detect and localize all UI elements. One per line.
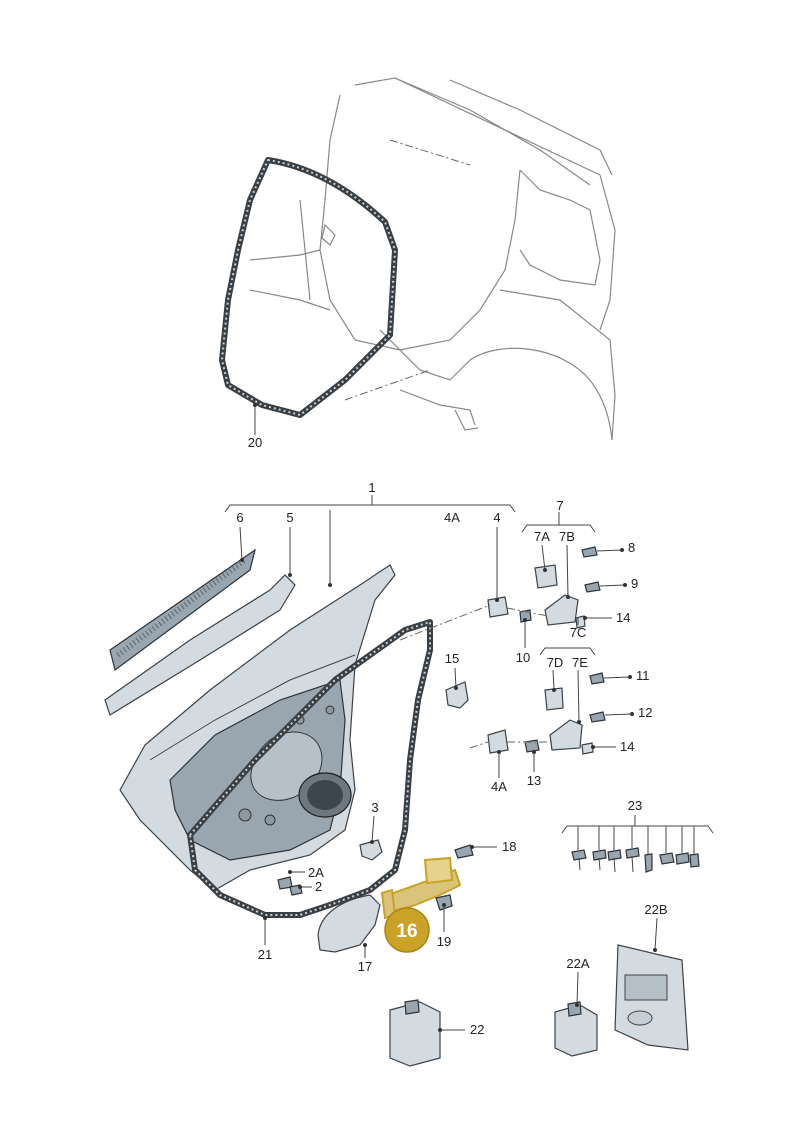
hinge-upper [487,546,601,629]
label-22A: 22A [566,956,589,971]
container-22A [554,1001,598,1057]
part-labels: 20 1 6 5 4A 4 7 7A 7B 8 9 14 7C 10 15 7D… [236,435,667,1037]
label-9: 9 [631,576,638,591]
label-18: 18 [502,839,516,854]
label-10: 10 [516,650,530,665]
label-5: 5 [286,510,293,525]
highlight-badge[interactable] [384,907,430,953]
window-frame-seal-5 [104,574,296,716]
label-15: 15 [445,651,459,666]
label-4A-bottom: 4A [491,779,507,794]
label-7D: 7D [547,655,564,670]
label-7: 7 [556,498,563,513]
label-14-upper: 14 [616,610,630,625]
label-8: 8 [628,540,635,555]
label-22B: 22B [644,902,667,917]
label-11: 11 [636,668,650,683]
door-seal-21 [187,619,433,918]
buffer-3 [359,839,383,861]
highlight-label-16: 16 [396,921,417,942]
door-shell-1 [119,564,396,891]
label-12: 12 [638,705,652,720]
leader-lines [224,403,714,1032]
screw-set-23 [571,847,700,873]
label-22: 22 [470,1022,484,1037]
label-4A-top: 4A [444,510,460,525]
highlight-callout-16[interactable]: 16 [384,907,430,953]
label-4: 4 [493,510,500,525]
window-trim-6 [109,548,256,672]
label-3: 3 [371,800,378,815]
pouch-22B [614,944,689,1051]
bolt-19 [435,894,453,911]
label-2A: 2A [308,865,324,880]
door-check-16 [380,856,462,920]
label-1: 1 [368,480,375,495]
label-14-lower: 14 [620,739,634,754]
dashed-axis-lines [344,139,552,749]
label-7C: 7C [570,625,587,640]
label-13: 13 [527,773,541,788]
label-20: 20 [248,435,262,450]
bolt-18 [454,844,474,859]
label-17: 17 [358,959,372,974]
label-7A: 7A [534,529,550,544]
label-7B: 7B [559,529,575,544]
grab-handle-17 [317,894,381,953]
door-seal-20 [219,157,398,418]
vehicle-body-outline [249,77,616,441]
label-23: 23 [628,798,642,813]
label-21: 21 [258,947,272,962]
container-22 [389,999,441,1067]
clip-15 [445,681,469,709]
hinge-lower [487,672,606,755]
label-7E: 7E [572,655,588,670]
label-6: 6 [236,510,243,525]
label-19: 19 [437,934,451,949]
label-2: 2 [315,879,322,894]
